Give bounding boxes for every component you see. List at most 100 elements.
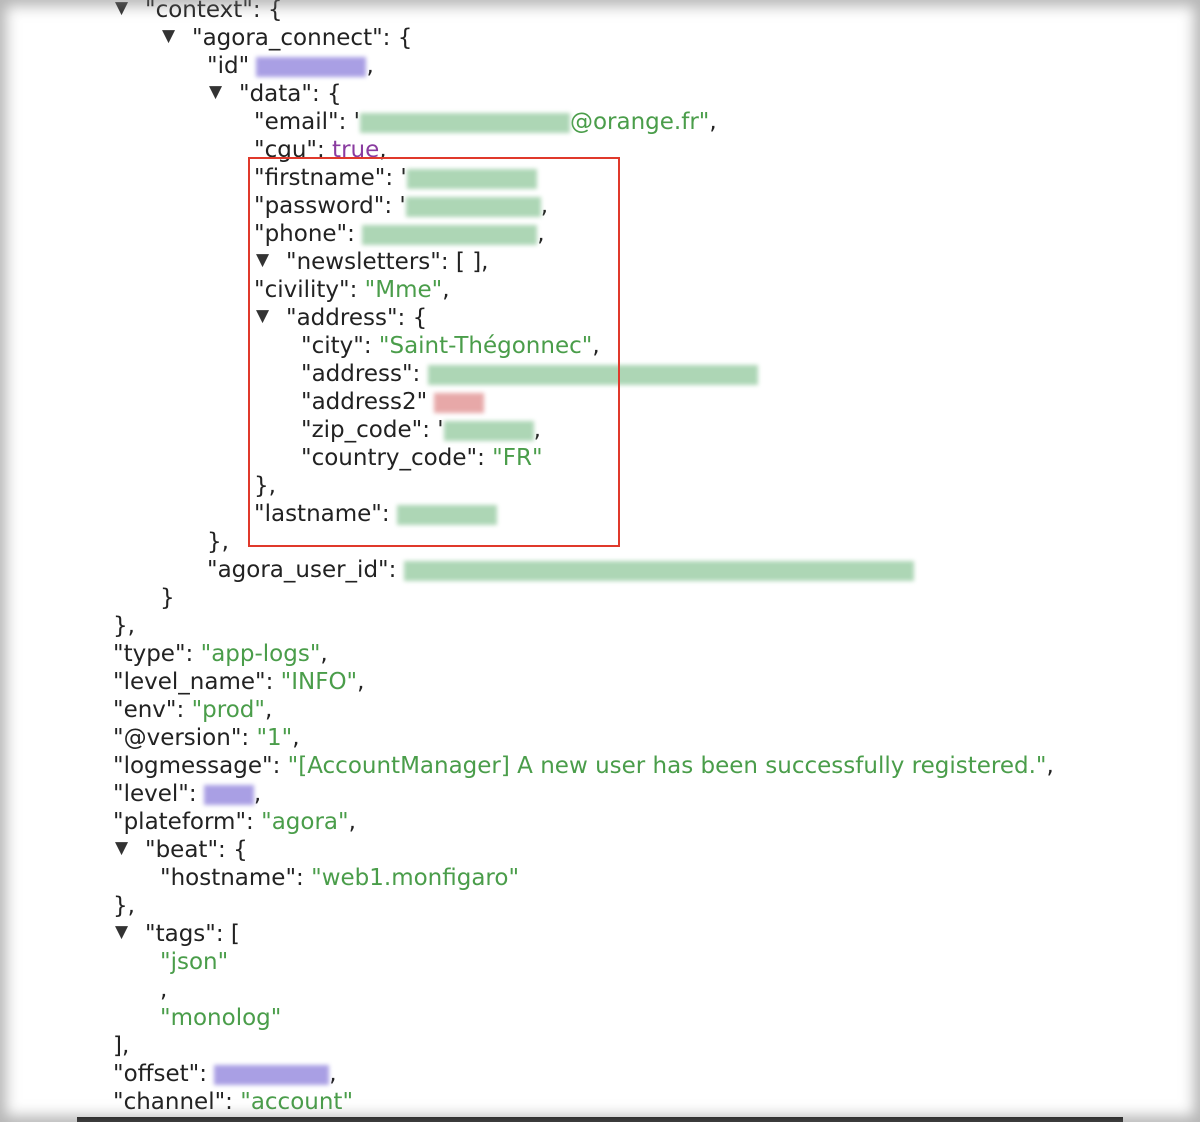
collapse-toggle-icon[interactable]: ▼ (115, 922, 129, 942)
punctuation: , (320, 641, 328, 667)
json-key: , (160, 977, 168, 1003)
json-line: }, (254, 472, 276, 500)
separator: : (388, 557, 404, 583)
json-value: "1" (256, 725, 293, 751)
json-key: "beat" (145, 837, 219, 863)
json-line: }, (113, 612, 135, 640)
json-line: "agora_connect": { (192, 24, 412, 52)
highlight-box (248, 157, 620, 547)
json-line: "beat": { (145, 836, 248, 864)
json-value: "account" (240, 1089, 354, 1115)
json-key: "context" (145, 0, 253, 23)
quote: ' (400, 165, 407, 191)
json-key: "password" (254, 193, 385, 219)
separator (249, 53, 256, 79)
json-key: "channel" (113, 1089, 226, 1115)
redacted-value (359, 112, 570, 133)
collapse-toggle-icon[interactable]: ▼ (115, 0, 129, 18)
json-line: "logmessage": "[AccountManager] A new us… (113, 752, 1054, 780)
punctuation: , (366, 53, 374, 79)
punctuation: , (329, 1061, 337, 1087)
json-key: "hostname" (160, 865, 297, 891)
json-value: "[AccountManager] A new user has been su… (287, 753, 1047, 779)
json-key: ], (113, 1033, 130, 1059)
json-line: "newsletters": [ ], (286, 248, 489, 276)
bottom-bar (77, 1117, 1123, 1122)
json-line: } (160, 584, 175, 612)
punctuation: , (357, 669, 365, 695)
json-line: "json" (160, 948, 228, 976)
punctuation: , (348, 809, 356, 835)
redacted-value (427, 364, 758, 385)
punctuation: [ (230, 921, 240, 947)
json-key: }, (254, 473, 276, 499)
json-line: "context": { (145, 0, 283, 24)
redacted-value (256, 56, 367, 77)
redacted-value (214, 1064, 330, 1085)
json-line: }, (207, 528, 229, 556)
redacted-value (362, 224, 538, 245)
collapse-toggle-icon[interactable]: ▼ (256, 306, 270, 326)
punctuation: , (540, 193, 549, 219)
separator: : (176, 697, 192, 723)
separator: : (440, 249, 456, 275)
punctuation: , (253, 781, 262, 807)
json-key: "agora_user_id" (207, 557, 389, 583)
json-line: "data": { (239, 80, 342, 108)
json-key: "newsletters" (286, 249, 441, 275)
json-line: "@version": "1", (113, 724, 300, 752)
json-line: "offset": , (113, 1060, 337, 1088)
json-key: "level_name" (113, 669, 266, 695)
json-key: "address" (301, 361, 413, 387)
separator: : (296, 865, 312, 891)
separator: : (188, 781, 204, 807)
json-value: "prod" (191, 697, 265, 723)
json-key: "address" (286, 305, 398, 331)
json-key: "zip_code" (301, 417, 423, 443)
punctuation: , (1046, 753, 1054, 779)
redacted-value (403, 560, 914, 581)
json-line: "channel": "account" (113, 1088, 353, 1116)
json-key: "phone" (254, 221, 348, 247)
json-line: "hostname": "web1.monfigaro" (160, 864, 519, 892)
json-line: "tags": [ (145, 920, 240, 948)
separator: : (384, 193, 400, 219)
json-value: "Mme" (364, 277, 443, 303)
collapse-toggle-icon[interactable]: ▼ (162, 26, 176, 46)
separator: : (311, 81, 328, 107)
json-line: "phone": , (254, 220, 545, 248)
json-line: "address": { (286, 304, 427, 332)
json-key: }, (207, 529, 229, 555)
json-value: "web1.monfigaro" (311, 865, 520, 891)
punctuation: , (592, 333, 600, 359)
quote: ' (353, 109, 360, 135)
separator: : (422, 417, 438, 443)
collapse-toggle-icon[interactable]: ▼ (209, 82, 223, 102)
json-line: "level_name": "INFO", (113, 668, 364, 696)
json-line: "civility": "Mme", (254, 276, 450, 304)
json-value: "Saint-Thégonnec" (378, 333, 593, 359)
json-key: "city" (301, 333, 364, 359)
json-line: "agora_user_id": (207, 556, 914, 584)
json-key: "tags" (145, 921, 216, 947)
punctuation: , (264, 697, 273, 723)
separator: : (412, 361, 428, 387)
separator: : (397, 305, 413, 331)
punctuation: [ ], (455, 249, 489, 275)
json-key: "plateform" (113, 809, 247, 835)
json-key: "level" (113, 781, 189, 807)
separator: : (349, 277, 365, 303)
collapse-toggle-icon[interactable]: ▼ (115, 838, 129, 858)
json-line: "plateform": "agora", (113, 808, 356, 836)
json-key: "firstname" (254, 165, 386, 191)
json-line: "id" , (207, 52, 374, 80)
punctuation: , (379, 137, 387, 163)
json-key: }, (113, 893, 135, 919)
json-value: @orange.fr" (569, 109, 710, 135)
quote: ' (399, 193, 406, 219)
json-key: "lastname" (254, 501, 382, 527)
json-line: }, (113, 892, 135, 920)
collapse-toggle-icon[interactable]: ▼ (256, 250, 270, 270)
json-line: "firstname": ' (254, 164, 537, 192)
json-line: "address": (301, 360, 758, 388)
